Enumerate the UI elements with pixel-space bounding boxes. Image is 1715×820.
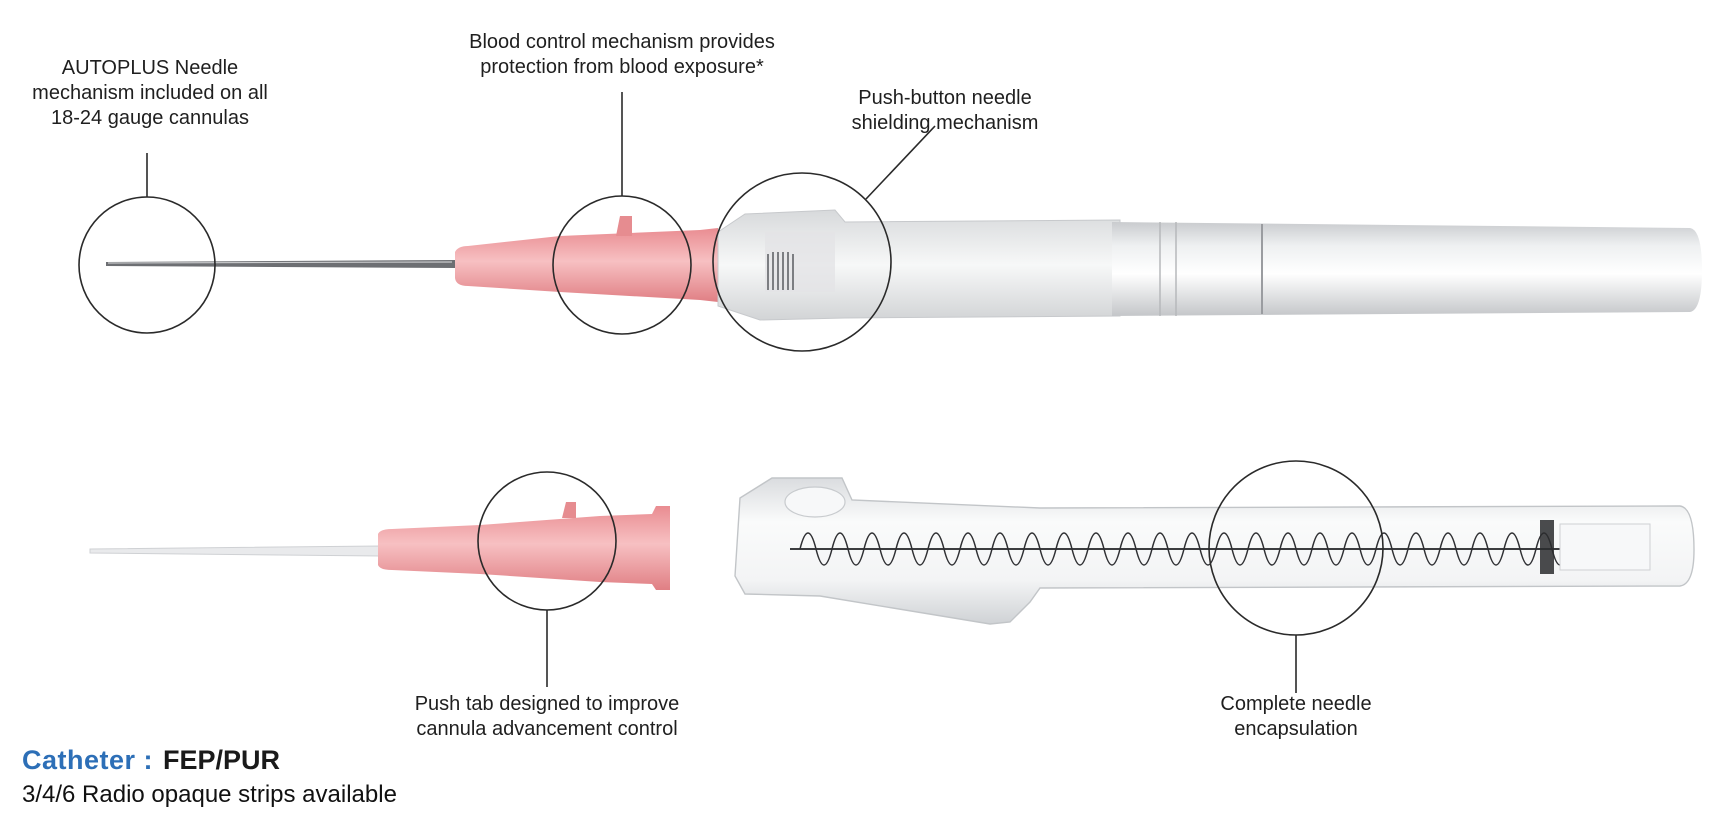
callout-push-button: Push-button needle shielding mechanism [825,86,1065,136]
assembled-catheter [106,209,1702,321]
callout-circle-blood-control [552,92,692,335]
callout-encapsulation-line: Complete needle [1220,693,1372,715]
callout-encapsulation: Complete needle encapsulation [1176,692,1416,742]
cannula-tube [89,545,381,557]
callout-circle-encapsulation [1208,460,1384,693]
cannula [89,502,670,590]
catheter-material-line: Catheter : FEP/PUR [22,744,397,776]
catheter-spec: Catheter : FEP/PUR 3/4/6 Radio opaque str… [22,744,397,810]
callout-circle-autoplus [78,153,216,334]
catheter-material: FEP/PUR [163,745,281,775]
encapsulation-spring [799,532,1569,566]
encapsulated-needle [734,477,1695,625]
callout-blood-control-line: protection from blood exposure* [480,56,764,78]
callout-push-tab-line: cannula advancement control [416,718,678,740]
callout-push-button-line: shielding mechanism [851,112,1039,134]
callout-autoplus-line: 18-24 gauge cannulas [51,107,249,129]
barrel [1112,222,1702,316]
callout-autoplus-line: mechanism included on all [32,82,268,104]
callout-encapsulation-line: encapsulation [1234,718,1358,740]
cannula-hub [378,506,670,590]
callout-blood-control: Blood control mechanism provides protect… [447,30,797,80]
callout-push-tab-line: Push tab designed to improve [414,693,680,715]
callout-autoplus-line: AUTOPLUS Needle [61,57,239,79]
button-spring [767,252,794,290]
needle [106,260,455,268]
callout-push-tab: Push tab designed to improve cannula adv… [392,692,702,742]
catheter-hub [455,228,718,302]
radio-opaque-note: 3/4/6 Radio opaque strips available [22,781,397,808]
callout-circle-push-button [712,125,936,352]
callout-autoplus: AUTOPLUS Needle mechanism included on al… [20,56,280,131]
callout-blood-control-line: Blood control mechanism provides [469,31,775,53]
clear-housing [734,477,1695,625]
callout-circle-push-tab [477,471,617,687]
catheter-label: Catheter : [22,745,154,775]
callout-push-button-line: Push-button needle [858,87,1032,109]
